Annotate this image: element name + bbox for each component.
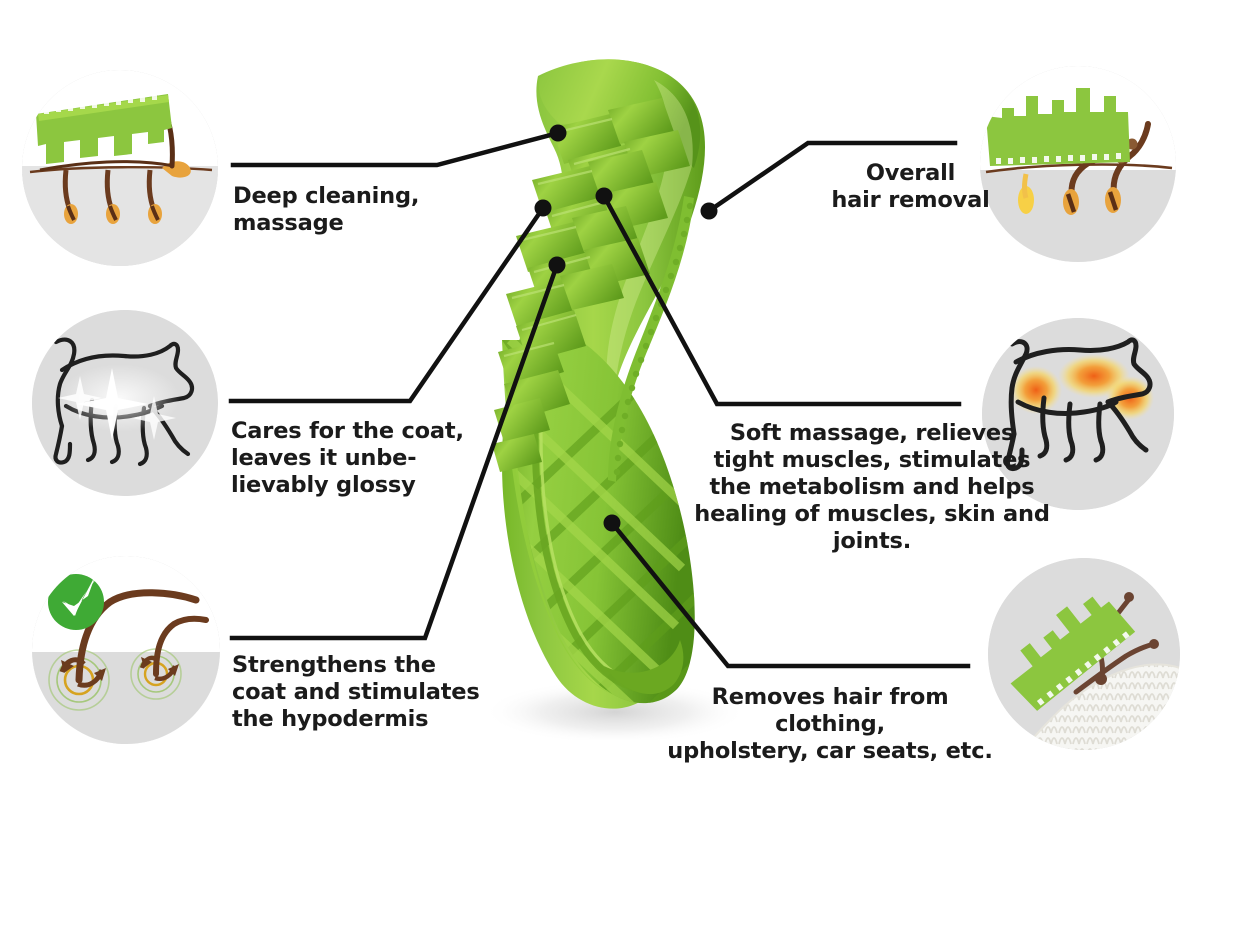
hair-root-right — [130, 615, 209, 700]
check-badge — [48, 572, 104, 630]
caption-soft-massage: Soft massage, relieves tight muscles, st… — [694, 420, 1050, 554]
glossy-cat-sparkle-icon — [32, 310, 218, 496]
brush-base-tip — [604, 640, 684, 695]
product-image — [440, 40, 760, 740]
brush-on-fabric-icon — [988, 558, 1180, 750]
caption-fabric-hair: Removes hair from clothing, upholstery, … — [667, 684, 993, 764]
hair-root-stimulation-check-icon — [32, 556, 220, 744]
comb-shape — [36, 94, 172, 164]
cat-muscle-heatmap-icon — [982, 318, 1174, 510]
brush-on-skin-sebum-icon — [22, 70, 218, 266]
hair-root-left — [48, 589, 200, 711]
caption-coat-care: Cares for the coat, leaves it unbe- liev… — [231, 418, 464, 498]
product-shadow — [483, 680, 747, 740]
comb-shape — [986, 88, 1130, 166]
caption-deep-cleaning: Deep cleaning, massage — [233, 183, 420, 236]
comb-shape — [1010, 596, 1136, 711]
caption-hypodermis: Strengthens the coat and stimulates the … — [232, 652, 480, 732]
sparkle-stars — [58, 368, 176, 440]
caption-hair-removal: Overall hair removal — [831, 160, 990, 213]
brush-removing-hairs-icon — [980, 66, 1176, 262]
